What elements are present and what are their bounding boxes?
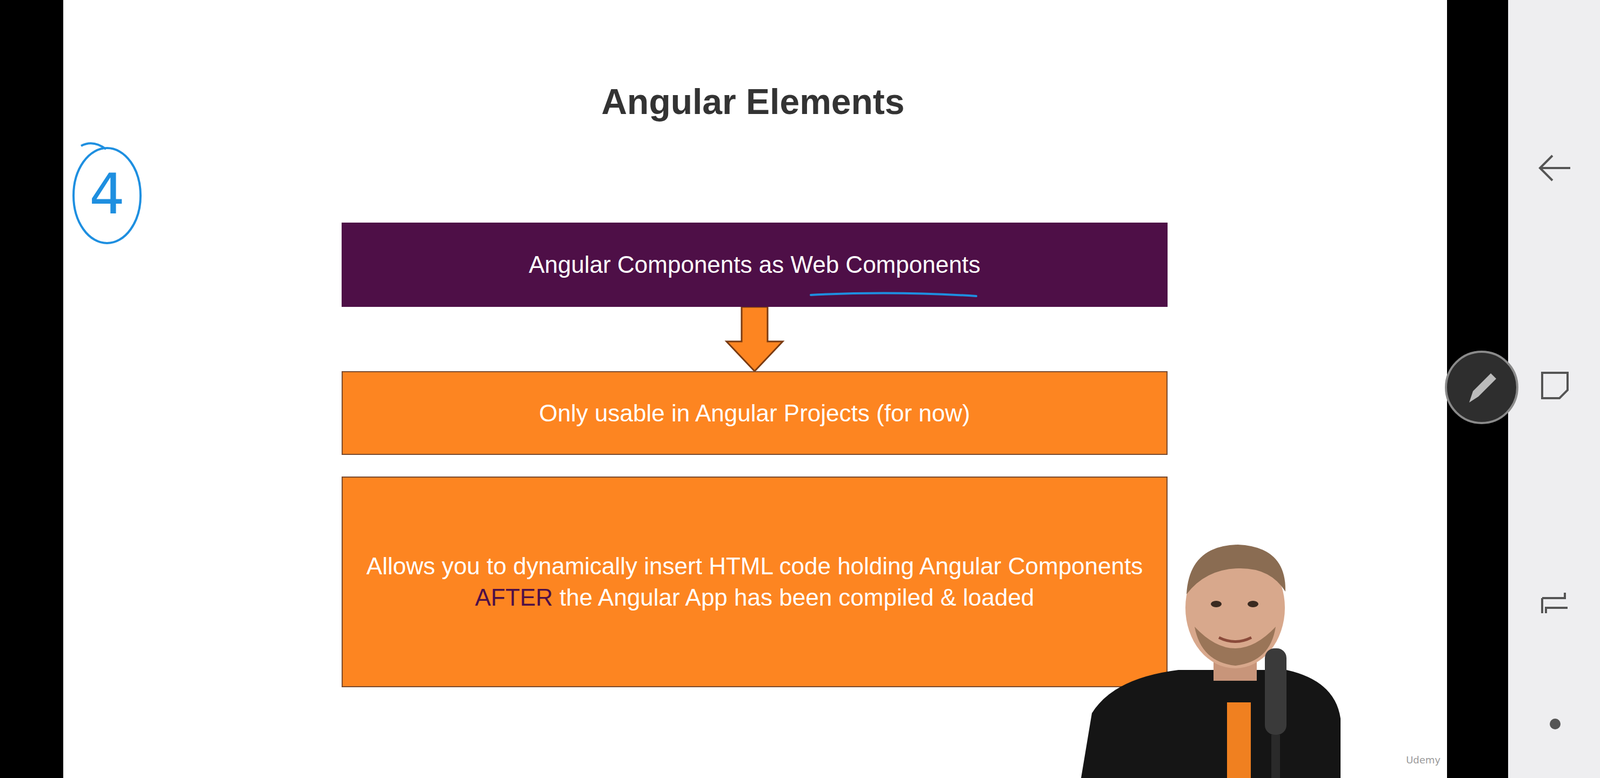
pen-icon	[1469, 373, 1497, 403]
box-text: Only usable in Angular Projects (for now…	[520, 397, 989, 430]
letterbox-bar	[0, 0, 64, 778]
pen-button	[1445, 351, 1518, 424]
emphasis-word: AFTER	[475, 584, 553, 611]
watermark: Udemy	[1391, 754, 1441, 766]
back-icon	[1540, 155, 1571, 181]
home-icon	[1542, 372, 1568, 399]
dot-icon	[1549, 718, 1561, 730]
recents-icon	[1542, 592, 1568, 614]
box-text: Allows you to dynamically insert HTML co…	[342, 550, 1167, 614]
block-arrow	[726, 307, 783, 372]
header-band: Angular Components as Web Components	[341, 222, 1168, 308]
box-text: Angular Components as Web Components	[510, 249, 999, 281]
process-box: Allows you to dynamically insert HTML co…	[341, 476, 1168, 688]
slide-title: Angular Elements	[341, 80, 1165, 124]
process-box: Only usable in Angular Projects (for now…	[341, 371, 1168, 456]
pen-stroke	[81, 143, 106, 150]
nav-panel	[1508, 0, 1600, 778]
callout-number: 4	[72, 156, 142, 232]
